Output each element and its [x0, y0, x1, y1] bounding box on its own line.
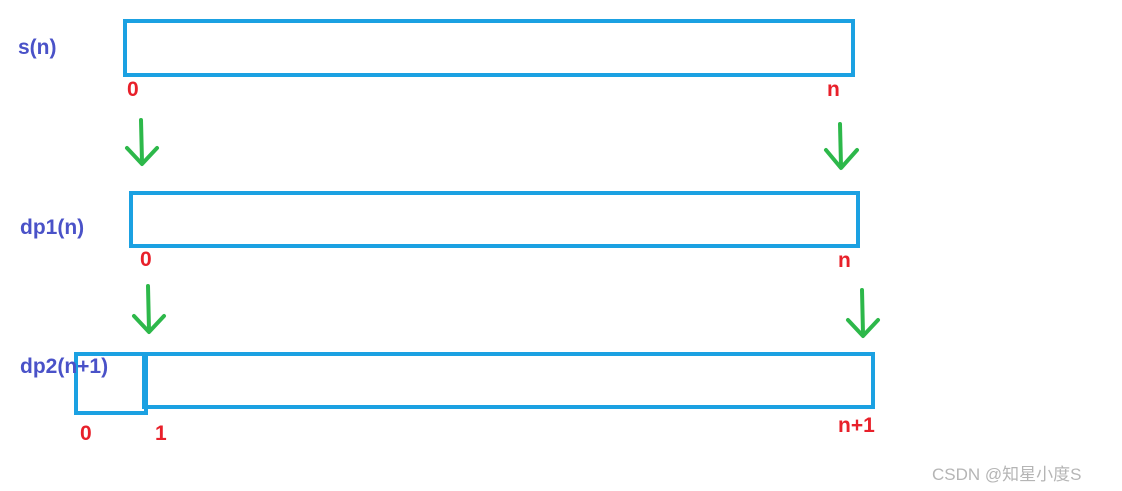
array-box-s [123, 19, 855, 77]
array-box-dp1 [129, 191, 860, 248]
row-label-dp1: dp1(n) [20, 216, 85, 239]
index-start-dp1: 0 [140, 248, 152, 271]
arrow-down-icon [132, 284, 166, 334]
arrow-down-icon [125, 118, 159, 166]
row-label-s: s(n) [18, 36, 57, 59]
arrow-down-icon [846, 288, 880, 338]
index-end-dp1: n [838, 249, 851, 272]
index-end-s: n [827, 78, 840, 101]
index-mid-dp2: 1 [155, 422, 167, 445]
index-end-dp2: n+1 [838, 414, 875, 437]
arrow-down-icon [824, 122, 859, 170]
index-start-s: 0 [127, 78, 139, 101]
array-cell-dp2-zero [74, 352, 148, 415]
index-start-dp2: 0 [80, 422, 92, 445]
watermark: CSDN @知星小度S [932, 465, 1082, 484]
row-label-dp2: dp2(n+1) [20, 355, 109, 378]
